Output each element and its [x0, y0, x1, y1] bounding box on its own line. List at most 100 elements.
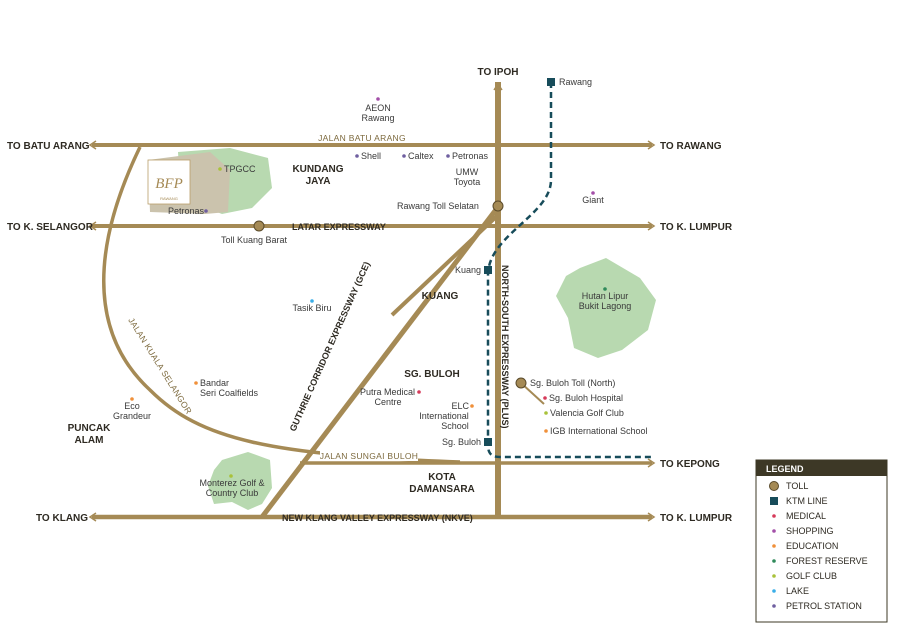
elc-label: ELC: [451, 401, 469, 411]
grandeur-label: Grandeur: [113, 411, 151, 421]
putra-medical-dot: [417, 390, 421, 394]
elc-school-label: School: [441, 421, 469, 431]
legend-education-icon: [772, 544, 776, 548]
sg-buloh-toll-icon: [515, 377, 527, 389]
sg-buloh-hospital-dot: [543, 396, 547, 400]
to-klang-label: TO KLANG: [36, 513, 88, 524]
ktm-rawang-label: Rawang: [559, 77, 592, 87]
legend-item-label: SHOPPING: [786, 526, 834, 536]
tasik-biru-label: Tasik Biru: [292, 303, 331, 313]
kundang-label: KUNDANG: [292, 164, 343, 175]
bandar-dot: [194, 381, 198, 385]
sg-buloh-toll-label: Sg. Buloh Toll (North): [530, 378, 615, 388]
rawang-toll-icon: [492, 200, 504, 212]
toll-kuang-barat-icon: [253, 220, 265, 232]
shell-petrol-dot: [355, 154, 359, 158]
to-rawang-label: TO RAWANG: [660, 141, 722, 152]
to-batu-arang-label: TO BATU ARANG: [7, 141, 90, 152]
ktm-station-sg-buloh-icon: [484, 438, 492, 446]
kuang-label: KUANG: [422, 291, 459, 302]
sg-buloh-label: SG. BULOH: [404, 369, 460, 380]
legend-item-label: FOREST RESERVE: [786, 556, 868, 566]
legend-item-label: KTM LINE: [786, 496, 828, 506]
legend-lake-icon: [772, 589, 776, 593]
aeon-shopping-dot: [376, 97, 380, 101]
gce-road: [260, 205, 500, 519]
putra-centre-label: Centre: [374, 397, 401, 407]
damansara-label: DAMANSARA: [409, 484, 475, 495]
bandar-label: Bandar: [200, 378, 229, 388]
to-ipoh-label: TO IPOH: [478, 67, 519, 78]
jalan-batu-arang-label: JALAN BATU ARANG: [318, 133, 406, 143]
gce-branch-road: [390, 213, 500, 317]
legend-shopping-icon: [772, 529, 776, 533]
plus-label: NORTH-SOUTH EXPRESSWAY (PLUS): [500, 265, 510, 429]
tpgcc-golf-dot: [218, 167, 222, 171]
sg-buloh-hospital-label: Sg. Buloh Hospital: [549, 393, 623, 403]
ktm-sg-buloh-label: Sg. Buloh: [442, 437, 481, 447]
legend-header: [756, 460, 887, 476]
tasik-biru-lake-dot: [310, 299, 314, 303]
to-k-lumpur-mid-label: TO K. LUMPUR: [660, 222, 733, 233]
tpgcc-label: TPGCC: [224, 164, 256, 174]
to-kepong-label: TO KEPONG: [660, 459, 720, 470]
bfp-logo: BFP RAWANG: [147, 159, 191, 205]
legend-forest-reserve-icon: [772, 559, 776, 563]
hutan-forest-dot: [603, 287, 607, 291]
umw-label: UMW: [456, 167, 479, 177]
nkve-label: NEW KLANG VALLEY EXPRESSWAY (NKVE): [282, 513, 473, 523]
alam-label: ALAM: [75, 435, 104, 446]
hutan-lipur-forest: [556, 258, 656, 358]
caltex-petrol-dot: [402, 154, 406, 158]
giant-shopping-dot: [591, 191, 595, 195]
ktm-station-rawang-icon: [547, 78, 555, 86]
legend-ktm-line-icon: [770, 497, 778, 505]
gce-label: GUTHRIE CORRIDOR EXPRESSWAY (GCE): [288, 260, 372, 433]
to-k-selangor-label: TO K. SELANGOR: [7, 222, 94, 233]
hutan-lipur-label: Hutan Lipur: [582, 291, 629, 301]
petronas-petrol-dot: [446, 154, 450, 158]
valencia-label: Valencia Golf Club: [550, 408, 624, 418]
country-club-label: Country Club: [206, 488, 259, 498]
kota-label: KOTA: [428, 472, 456, 483]
legend-item-label: GOLF CLUB: [786, 571, 837, 581]
valencia-golf-dot: [544, 411, 548, 415]
giant-label: Giant: [582, 195, 604, 205]
elc-education-dot: [470, 404, 474, 408]
monterez-golf-dot: [229, 474, 233, 478]
igb-label: IGB International School: [550, 426, 648, 436]
legend-item-label: PETROL STATION: [786, 601, 862, 611]
eco-label: Eco: [124, 401, 140, 411]
aeon-label: AEON: [365, 103, 391, 113]
igb-education-dot: [544, 429, 548, 433]
toll-kuang-barat-label: Toll Kuang Barat: [221, 235, 288, 245]
jalan-sungai-buloh-label: JALAN SUNGAI BULOH: [320, 451, 418, 461]
puncak-label: PUNCAK: [68, 423, 112, 434]
legend-golf-club-icon: [772, 574, 776, 578]
logo-tagline: RAWANG: [160, 196, 178, 201]
latar-expressway-label: LATAR EXPRESSWAY: [292, 222, 386, 232]
putra-medical-label: Putra Medical: [360, 387, 415, 397]
rawang-toll-label: Rawang Toll Selatan: [397, 201, 479, 211]
legend-medical-icon: [772, 514, 776, 518]
toyota-label: Toyota: [454, 177, 481, 187]
petronas-site-label: Petronas: [168, 206, 205, 216]
jalan-kuala-selangor-road: [102, 146, 461, 464]
caltex-label: Caltex: [408, 151, 434, 161]
petronas-top-label: Petronas: [452, 151, 489, 161]
petronas-site-dot: [204, 209, 208, 213]
legend-petrol-station-icon: [772, 604, 776, 608]
seri-coalfields-label: Seri Coalfields: [200, 388, 259, 398]
monterez-label: Monterez Golf &: [199, 478, 264, 488]
ktm-station-kuang-icon: [484, 266, 492, 274]
aeon-rawang-label: Rawang: [361, 113, 394, 123]
shell-label: Shell: [361, 151, 381, 161]
legend-title: LEGEND: [766, 464, 804, 474]
legend-item-label: EDUCATION: [786, 541, 838, 551]
legend-toll-icon: [769, 481, 779, 491]
elc-international-label: International: [419, 411, 469, 421]
arrow-icons: [88, 82, 656, 522]
monterez-golf-area: [208, 452, 272, 510]
